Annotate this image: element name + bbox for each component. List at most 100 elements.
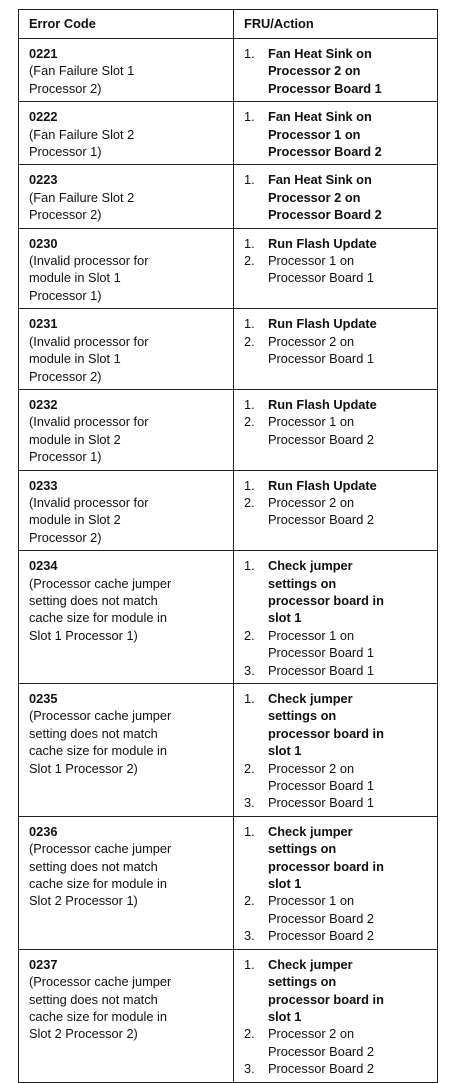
action-list: 1. Fan Heat Sink on Processor 2 on Proces… [244, 171, 429, 223]
error-description: (Invalid processor for module in Slot 1 … [29, 253, 149, 303]
action-list: 1. Check jumper settings on processor boa… [244, 557, 429, 679]
action-number: 1. [244, 956, 255, 972]
action-text: Processor 2 on Processor Board 1 [268, 760, 374, 794]
error-code: 0223 [29, 172, 58, 188]
action-number: 1. [244, 316, 255, 332]
action-item: 1. Fan Heat Sink on Processor 1 on Proces… [244, 108, 429, 160]
action-number: 3. [244, 795, 255, 811]
action-text: Fan Heat Sink on Processor 1 on Processo… [268, 109, 382, 160]
action-number: 2. [244, 333, 255, 349]
action-number: 1. [244, 558, 255, 574]
action-item: 3.Processor Board 2 [244, 927, 429, 944]
error-code-cell: 0233(Invalid processor for module in Slo… [18, 469, 234, 552]
table-row: 0233(Invalid processor for module in Slo… [18, 469, 438, 552]
action-text: Processor Board 2 [268, 928, 374, 944]
table-row: 0231(Invalid processor for module in Slo… [18, 308, 438, 390]
error-description: (Fan Failure Slot 2 Processor 1) [29, 126, 135, 160]
action-item: 1. Run Flash Update [244, 315, 429, 332]
error-description: (Processor cache jumper setting does not… [29, 974, 172, 1042]
table-row: 0234(Processor cache jumper setting does… [18, 550, 438, 684]
action-item: 2.Processor 1 on Processor Board 1 [244, 252, 429, 287]
fru-action-cell: 1.Fan Heat Sink on Processor 2 on Proces… [233, 37, 438, 103]
table-row: 0230 (Invalid processor for module in Slo… [18, 227, 438, 310]
error-code-cell: 0221(Fan Failure Slot 1 Processor 2) [18, 37, 234, 103]
action-text: Fan Heat Sink on Processor 2 on Processo… [268, 172, 382, 223]
action-list: 1.Check jumper settings on processor boa… [244, 690, 429, 812]
table-row: 0221(Fan Failure Slot 1 Processor 2)1.Fa… [18, 37, 438, 103]
action-list: 1. Check jumper settings on processor boa… [244, 956, 429, 1078]
action-text: Processor Board 2 [268, 1061, 374, 1077]
action-number: 1. [244, 823, 255, 839]
action-number: 2. [244, 414, 255, 430]
action-text: Run Flash Update [268, 316, 377, 332]
action-text: Processor 1 on Processor Board 1 [268, 627, 374, 661]
action-item: 2.Processor 1 on Processor Board 2 [244, 892, 429, 927]
action-text: Run Flash Update [268, 477, 377, 493]
action-item: 3.Processor Board 1 [244, 794, 429, 811]
fru-action-cell: 1. Check jumper settings on processor boa… [233, 948, 438, 1083]
table-row: 0232(Invalid processor for module in Slo… [18, 388, 438, 471]
error-code: 0236 [29, 823, 58, 839]
action-list: 1. Check jumper settings on processor boa… [244, 823, 429, 945]
error-description: (Processor cache jumper setting does not… [29, 841, 172, 909]
action-text: Processor 2 on Processor Board 2 [268, 494, 374, 528]
action-item: 2. Processor 2 on Processor Board 2 [244, 1025, 429, 1060]
action-item: 2.Processor 1 on Processor Board 2 [244, 413, 429, 448]
action-number: 2. [244, 760, 255, 776]
action-text: Processor 2 on Processor Board 2 [268, 1026, 374, 1059]
error-code: 0234 [29, 558, 58, 574]
action-list: 1. Fan Heat Sink on Processor 1 on Proces… [244, 108, 429, 160]
action-number: 2. [244, 1026, 255, 1042]
table-header-row: Error Code FRU/Action [18, 9, 438, 39]
action-item: 3.Processor Board 1 [244, 662, 429, 679]
error-code: 0237 [29, 956, 58, 972]
fru-action-header: FRU/Action [233, 9, 438, 39]
error-code: 0235 [29, 691, 58, 706]
error-code-rows: 0221(Fan Failure Slot 1 Processor 2)1.Fa… [18, 37, 438, 1083]
action-number: 1. [244, 172, 255, 188]
error-code-cell: 0234(Processor cache jumper setting does… [18, 550, 234, 684]
action-number: 1. [244, 691, 255, 706]
action-number: 1. [244, 109, 255, 125]
error-code: 0222 [29, 109, 58, 125]
action-item: 1. Check jumper settings on processor boa… [244, 956, 429, 1026]
error-code-header: Error Code [18, 9, 234, 39]
action-item: 2. Processor 2 on Processor Board 2 [244, 494, 429, 529]
fru-action-cell: 1. Run Flash Update 2. Processor 2 on Proce… [233, 308, 438, 390]
error-code-cell: 0222(Fan Failure Slot 2 Processor 1) [18, 101, 234, 166]
fru-action-cell: 1. Fan Heat Sink on Processor 1 on Proces… [233, 101, 438, 166]
fru-action-cell: 1. Check jumper settings on processor boa… [233, 815, 438, 950]
action-list: 1.Fan Heat Sink on Processor 2 on Proces… [244, 45, 429, 97]
fru-action-cell: 1.Check jumper settings on processor boa… [233, 683, 438, 817]
error-code: 0231 [29, 316, 58, 332]
action-number: 1. [244, 235, 255, 251]
action-text: Run Flash Update [268, 235, 377, 251]
action-number: 2. [244, 253, 255, 269]
error-code-table: Error Code FRU/Action 0221(Fan Failure S… [18, 9, 438, 1083]
action-number: 1. [244, 396, 255, 412]
action-item: 1. Run Flash Update [244, 477, 429, 494]
action-text: Run Flash Update [268, 396, 377, 412]
action-number: 2. [244, 494, 255, 510]
action-item: 1. Run Flash Update [244, 396, 429, 413]
error-code: 0232 [29, 396, 58, 412]
action-text: Check jumper settings on processor board… [268, 956, 384, 1024]
error-description: (Processor cache jumper setting does not… [29, 708, 172, 776]
action-number: 2. [244, 627, 255, 643]
action-text: Check jumper settings on processor board… [268, 558, 384, 626]
action-number: 1. [244, 477, 255, 493]
action-item: 1. Fan Heat Sink on Processor 2 on Proces… [244, 171, 429, 223]
error-code: 0233 [29, 477, 58, 493]
error-description: (Fan Failure Slot 1 Processor 2) [29, 63, 135, 96]
error-code: 0230 [29, 235, 58, 251]
action-text: Processor 2 on Processor Board 1 [268, 333, 374, 367]
action-number: 3. [244, 662, 255, 678]
action-number: 1. [244, 46, 255, 61]
table-row: 0236 (Processor cache jumper setting does… [18, 815, 438, 950]
action-text: Check jumper settings on processor board… [268, 823, 384, 892]
action-item: 2. Processor 2 on Processor Board 1 [244, 760, 429, 795]
table-row: 0235 (Processor cache jumper setting does… [18, 683, 438, 817]
action-item: 2. Processor 2 on Processor Board 1 [244, 333, 429, 368]
